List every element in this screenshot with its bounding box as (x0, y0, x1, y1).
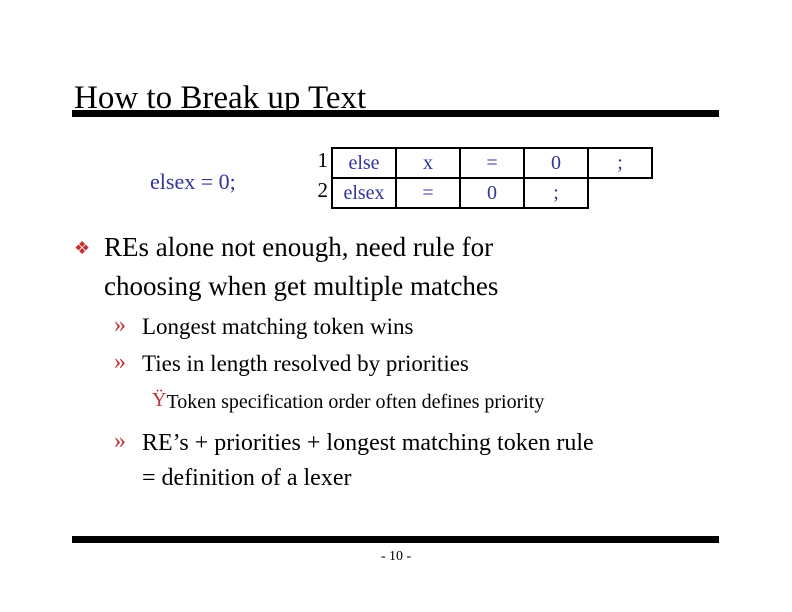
token-cell: elsex (331, 177, 397, 209)
bullet-sub-longest-match: » Longest matching token wins (114, 312, 414, 342)
tokenization-tables: 1 else x = 0 ; 2 elsex = 0 ; (308, 147, 653, 209)
bullet-conclusion-line1: RE’s + priorities + longest matching tok… (142, 430, 594, 456)
token-cell: = (395, 177, 461, 209)
bullet-conclusion-text: RE’s + priorities + longest matching tok… (142, 426, 594, 496)
bullet-sub-ties-priorities: » Ties in length resolved by priorities (114, 349, 469, 379)
title-underline-rule (72, 110, 719, 117)
guillemet-bullet-icon: » (114, 349, 126, 375)
tokenization-row-2: 2 elsex = 0 ; (308, 177, 653, 209)
page-number: - 10 - (380, 549, 412, 564)
token-cell: else (331, 147, 397, 179)
bullet-main-text: REs alone not enough, need rule for choo… (104, 228, 498, 306)
token-cell: ; (587, 147, 653, 179)
bullet-main-line1: REs alone not enough, need rule for (104, 232, 494, 262)
bullet-note-text: Token specification order often defines … (166, 391, 545, 413)
token-cell: = (459, 147, 525, 179)
diamond-bullet-icon: ❖ (74, 238, 91, 258)
footer-rule (72, 536, 719, 543)
token-cell: 0 (459, 177, 525, 209)
token-cell: x (395, 147, 461, 179)
guillemet-bullet-icon: » (114, 428, 126, 454)
guillemet-bullet-icon: » (114, 312, 126, 338)
row-2-label: 2 (317, 178, 329, 202)
bullet-main: ❖ REs alone not enough, need rule for ch… (74, 228, 498, 306)
bullet-sub-lexer-definition: » RE’s + priorities + longest matching t… (114, 426, 594, 496)
bullet-conclusion-line2: = definition of a lexer (142, 465, 352, 491)
tokenization-row-1: 1 else x = 0 ; (308, 147, 653, 179)
y-diaeresis-bullet-icon: Ÿ (152, 389, 167, 411)
bullet-note-token-order: Ÿ Token specification order often define… (152, 389, 544, 415)
bullet-main-line2: choosing when get multiple matches (104, 271, 499, 301)
token-cell: 0 (523, 147, 589, 179)
row-1-label: 1 (317, 148, 329, 172)
token-cell: ; (523, 177, 589, 209)
source-code-text: elsex = 0; (150, 169, 236, 194)
bullet-sub1-text: Longest matching token wins (142, 314, 414, 339)
bullet-sub2-text: Ties in length resolved by priorities (142, 351, 469, 376)
